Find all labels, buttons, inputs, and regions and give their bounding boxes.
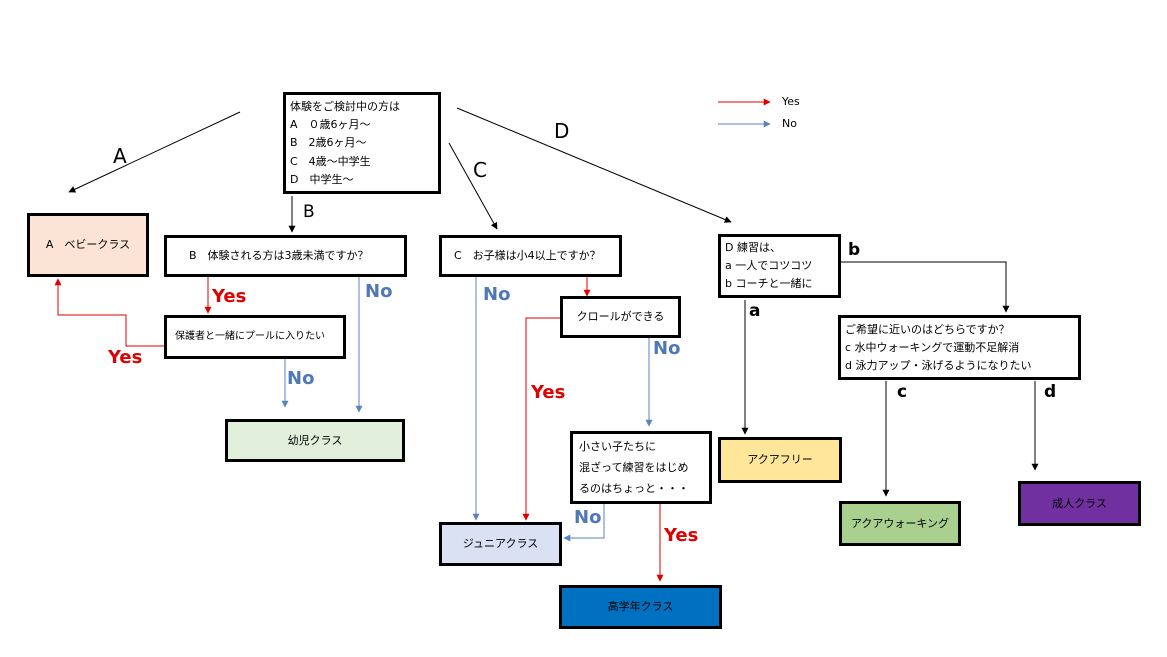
crawl-box: クロールができる <box>560 296 681 338</box>
preference-line-2: c 水中ウォーキングで運動不足解消 <box>845 340 1020 354</box>
infant-class-label: 幼児クラス <box>287 433 343 447</box>
adult-class-box: 成人クラス <box>1018 481 1141 526</box>
edge-small-no <box>563 504 605 542</box>
label-d-b: b <box>848 240 861 260</box>
aqua-walking-label: アクアウォーキング <box>850 516 950 530</box>
question-d-line-3: b コーチと一緒に <box>725 277 813 291</box>
preference-box: ご希望に近いのはどちらですか？ c 水中ウォーキングで運動不足解消 d 泳力アッ… <box>838 315 1081 380</box>
small-kids-line-1: 小さい子たちに <box>579 439 656 453</box>
preference-line-3: d 泳力アップ・泳げるようになりたい <box>845 359 1032 373</box>
small-kids-line-2: 混ざって練習をはじめ <box>579 460 689 474</box>
preference-line-1: ご希望に近いのはどちらですか？ <box>845 322 1010 336</box>
label-pref-c: c <box>897 382 908 402</box>
edge-crawl-yes <box>522 317 560 521</box>
label-guardian-yes: Yes <box>108 347 143 368</box>
crawl-label: クロールができる <box>576 310 665 324</box>
edge-start-to-a <box>68 111 241 193</box>
label-crawl-yes: Yes <box>531 382 566 403</box>
label-small-no: No <box>574 507 602 528</box>
label-c-no: No <box>483 284 511 305</box>
edge-start-to-c <box>448 142 498 230</box>
start-line-4: C 4歳〜中学生 <box>290 154 371 168</box>
start-line-1: 体験をご検討中の方は <box>290 99 400 113</box>
question-b-label: B 体験される方は3歳未満ですか？ <box>189 249 369 263</box>
adult-class-label: 成人クラス <box>1052 496 1107 510</box>
branch-label-a: A <box>113 144 127 168</box>
question-d-box: D 練習は、 a 一人でコツコツ b コーチと一緒に <box>718 234 841 298</box>
start-line-2: A ０歳6ヶ月〜 <box>290 117 371 131</box>
senior-class-label: 高学年クラス <box>607 600 674 614</box>
aqua-free-box: アクアフリー <box>718 437 842 483</box>
legend-no-label: No <box>782 117 797 130</box>
label-b-no: No <box>365 281 393 302</box>
edge-d-b <box>840 261 1010 313</box>
label-small-yes: Yes <box>664 525 699 546</box>
aqua-free-label: アクアフリー <box>747 453 813 467</box>
aqua-walking-box: アクアウォーキング <box>839 501 961 546</box>
junior-class-box: ジュニアクラス <box>439 522 562 566</box>
question-d-line-1: D 練習は、 <box>725 241 781 255</box>
legend-yes-label: Yes <box>782 95 800 108</box>
baby-class-label: A ベビークラス <box>45 238 131 252</box>
with-guardian-box: 保護者と一緒にプールに入りたい <box>164 315 346 359</box>
small-kids-line-3: るのはちょっと・・・ <box>579 481 689 495</box>
edge-start-to-d <box>456 107 732 223</box>
junior-class-label: ジュニアクラス <box>462 537 539 551</box>
label-guardian-no: No <box>287 368 315 389</box>
label-b-yes: Yes <box>212 286 247 307</box>
label-d-a: a <box>749 301 761 321</box>
question-d-line-2: a 一人でコツコツ <box>725 259 813 273</box>
question-c-box: C お子様は小4以上ですか？ <box>439 235 622 277</box>
question-b-box: B 体験される方は3歳未満ですか？ <box>164 235 407 277</box>
baby-class-box: A ベビークラス <box>27 213 149 277</box>
with-guardian-label: 保護者と一緒にプールに入りたい <box>175 331 325 342</box>
infant-class-box: 幼児クラス <box>225 419 405 462</box>
branch-label-c: C <box>473 158 487 182</box>
question-c-label: C お子様は小4以上ですか？ <box>454 249 601 263</box>
branch-label-b: B <box>303 202 315 222</box>
label-pref-d: d <box>1044 382 1057 402</box>
start-box: 体験をご検討中の方は A ０歳6ヶ月〜 B 2歳6ヶ月〜 C 4歳〜中学生 D … <box>283 92 441 194</box>
small-kids-box: 小さい子たちに 混ざって練習をはじめ るのはちょっと・・・ <box>570 431 712 504</box>
start-line-3: B 2歳6ヶ月〜 <box>290 136 367 150</box>
start-line-5: D 中学生〜 <box>290 173 354 187</box>
senior-class-box: 高学年クラス <box>559 585 722 629</box>
edge-guardian-yes <box>54 278 166 347</box>
branch-label-d: D <box>554 119 570 143</box>
label-crawl-no: No <box>653 338 681 359</box>
